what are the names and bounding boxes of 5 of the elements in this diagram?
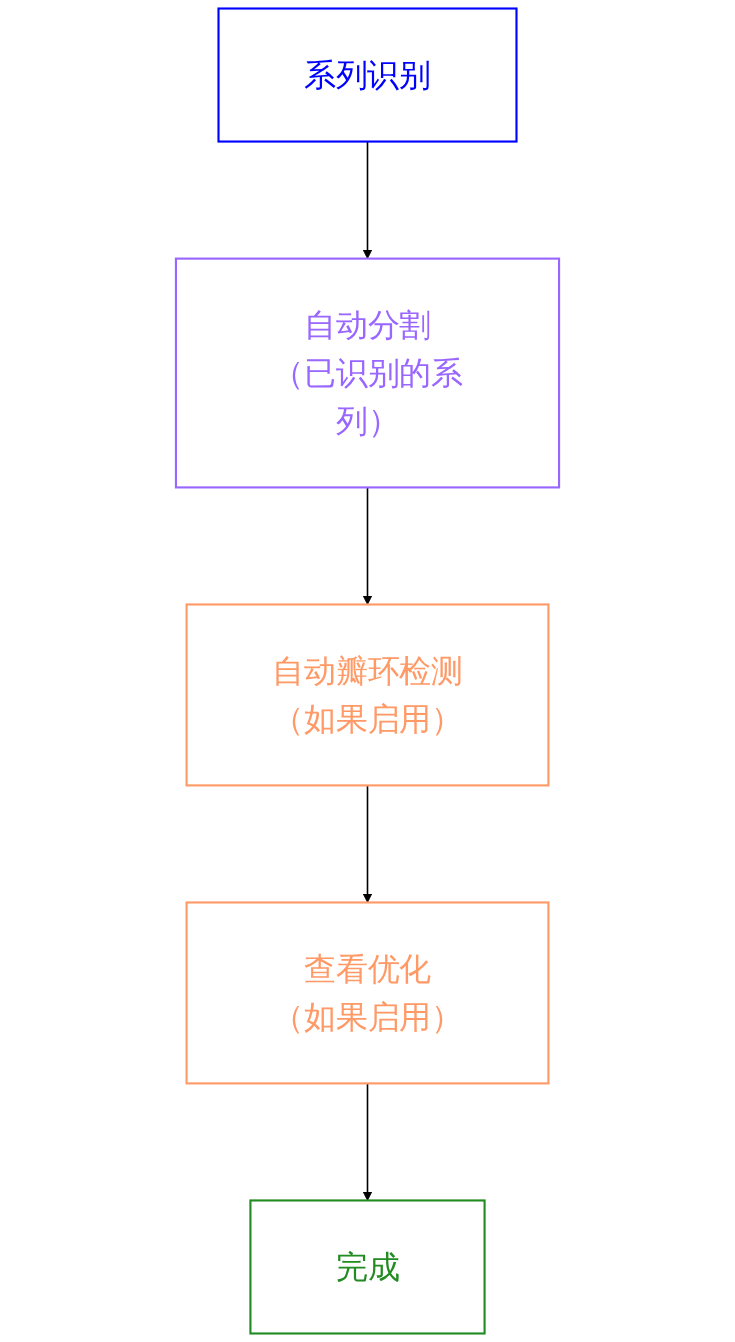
node-box: 自动分割 （已识别的系列） bbox=[174, 257, 561, 489]
node-box: 查看优化 （如果启用） bbox=[185, 901, 550, 1085]
node-box: 完成 bbox=[249, 1199, 486, 1335]
node-box: 系列识别 bbox=[217, 7, 518, 143]
node-box: 自动瓣环检测 （如果启用） bbox=[185, 603, 550, 787]
